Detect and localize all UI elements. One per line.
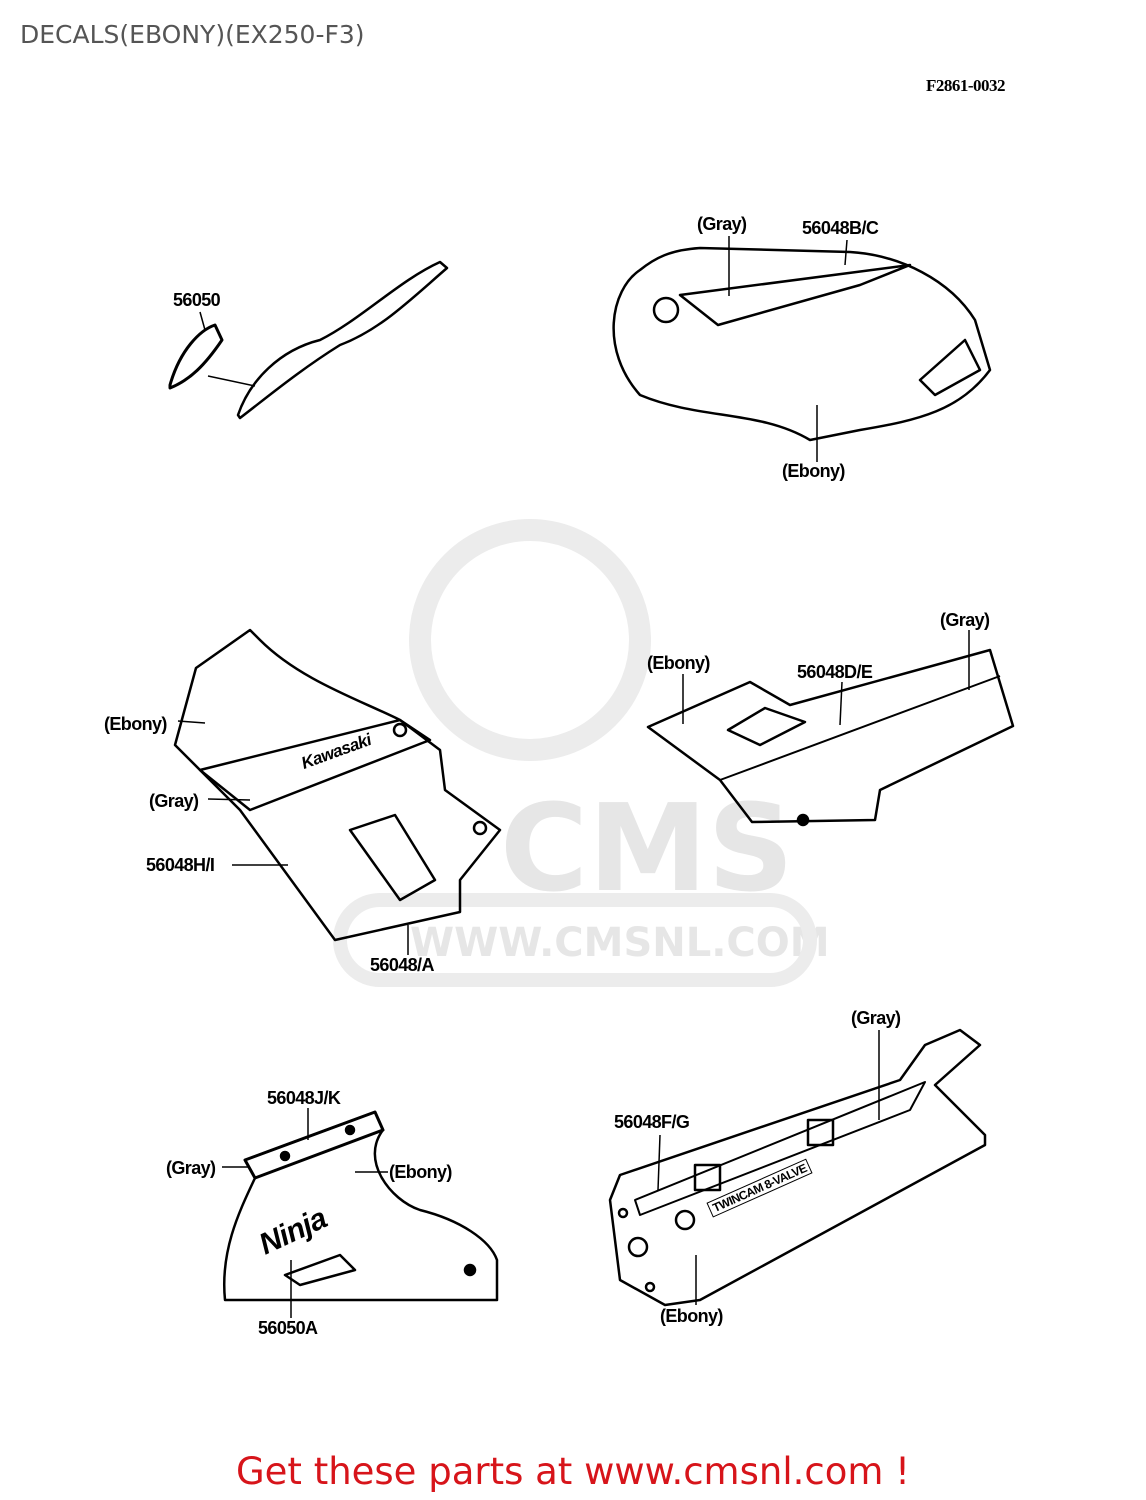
label-56048bc: 56048B/C	[802, 218, 879, 238]
label-fairing-ebony: (Ebony)	[104, 714, 167, 734]
label-panel-ebony: (Ebony)	[660, 1306, 723, 1326]
label-56050a: 56050A	[258, 1318, 318, 1338]
label-56048a: 56048/A	[370, 955, 434, 975]
seat-cowl-drawing	[168, 260, 449, 420]
label-56050: 56050	[173, 290, 221, 310]
label-lower-ebony: (Ebony)	[389, 1162, 452, 1182]
side-panel-drawing	[608, 1028, 987, 1307]
upper-fairing-drawing	[173, 628, 502, 955]
label-56048fg: 56048F/G	[614, 1112, 690, 1132]
label-cover-gray: (Gray)	[940, 610, 990, 630]
label-tank-gray: (Gray)	[697, 214, 747, 234]
label-56048hi: 56048H/I	[146, 855, 215, 875]
page-title: DECALS(EBONY)(EX250-F3)	[20, 20, 365, 49]
side-cover-drawing	[646, 630, 1015, 827]
diagram-reference-code: F2861-0032	[926, 76, 1006, 95]
label-56048de: 56048D/E	[797, 662, 873, 682]
lower-fairing-drawing	[222, 1108, 499, 1318]
label-tank-ebony: (Ebony)	[782, 461, 845, 481]
label-56048jk: 56048J/K	[267, 1088, 341, 1108]
fuel-tank-drawing	[612, 236, 992, 462]
footer-promo-link[interactable]: Get these parts at www.cmsnl.com !	[235, 1450, 910, 1493]
label-fairing-gray: (Gray)	[149, 791, 199, 811]
label-panel-gray: (Gray)	[851, 1008, 901, 1028]
label-cover-ebony: (Ebony)	[647, 653, 710, 673]
watermark-url: WWW.CMSNL.COM	[410, 920, 830, 966]
label-lower-gray: (Gray)	[166, 1158, 216, 1178]
